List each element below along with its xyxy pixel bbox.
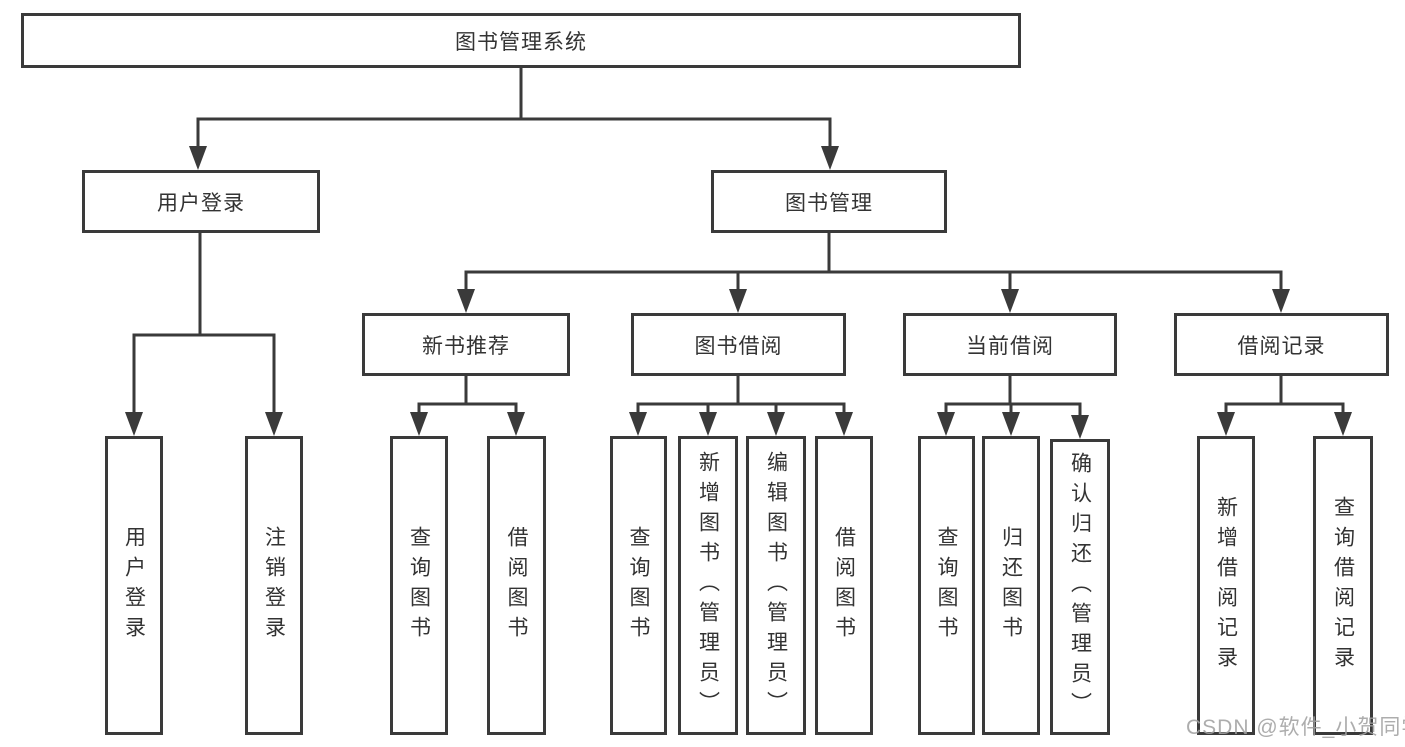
node-label: 新增图书（管理员） <box>696 450 720 721</box>
node-query-books-borrowing: 查询图书 <box>610 436 667 735</box>
arrowhead <box>457 289 475 313</box>
arrowhead <box>1002 412 1020 436</box>
node-user-login-leaf: 用户登录 <box>105 436 163 735</box>
node-label: 归还图书 <box>999 525 1023 646</box>
node-label: 新书推荐 <box>422 334 510 358</box>
node-add-books-admin: 新增图书（管理员） <box>678 436 738 735</box>
arrowhead <box>767 412 785 436</box>
node-label: 查询图书 <box>627 525 650 646</box>
connector-borrow-records <box>1217 374 1352 436</box>
node-label: 图书借阅 <box>694 334 783 358</box>
connector-lines <box>417 374 518 418</box>
node-book-management: 图书管理 <box>711 170 947 233</box>
arrowhead <box>1217 412 1235 436</box>
connector-user-login <box>125 231 283 436</box>
arrowhead <box>729 289 747 313</box>
node-label: 借阅图书 <box>505 525 528 646</box>
node-borrow-records: 借阅记录 <box>1174 313 1389 376</box>
node-label: 查询图书 <box>407 525 431 646</box>
arrowhead <box>835 412 853 436</box>
node-label: 用户登录 <box>157 191 245 215</box>
arrowhead <box>699 412 717 436</box>
node-label: 借阅图书 <box>832 525 856 646</box>
node-borrow-books-borrowing: 借阅图书 <box>815 436 873 735</box>
node-label: 借阅记录 <box>1237 334 1326 358</box>
connector-lines <box>132 231 276 418</box>
node-library-system: 图书管理系统 <box>21 13 1021 68</box>
node-current-borrowing: 当前借阅 <box>903 313 1117 376</box>
node-borrow-books-recommend: 借阅图书 <box>487 436 546 735</box>
connector-new-book-recommend <box>410 374 525 436</box>
arrowhead <box>1272 289 1290 313</box>
connector-lines <box>636 374 846 418</box>
arrowhead <box>1334 412 1352 436</box>
arrowhead <box>410 412 428 436</box>
node-query-books-recommend: 查询图书 <box>390 436 448 735</box>
node-edit-books-admin: 编辑图书（管理员） <box>746 436 806 735</box>
node-add-borrow-record: 新增借阅记录 <box>1197 436 1255 735</box>
node-user-login: 用户登录 <box>82 170 320 233</box>
node-label: 确认归还（管理员） <box>1068 452 1092 722</box>
node-logout-leaf: 注销登录 <box>245 436 303 735</box>
node-label: 用户登录 <box>122 525 146 646</box>
node-book-borrowing: 图书借阅 <box>631 313 846 376</box>
node-label: 编辑图书（管理员） <box>764 450 788 721</box>
arrowhead <box>125 412 143 436</box>
arrowhead <box>629 412 647 436</box>
arrowhead <box>507 412 525 436</box>
node-label: 查询图书 <box>935 525 958 646</box>
node-label: 图书管理 <box>785 191 873 215</box>
connector-lines <box>944 374 1082 421</box>
connector-book-management <box>457 231 1290 313</box>
connector-lines <box>1224 374 1345 418</box>
connector-current-borrowing <box>937 374 1089 439</box>
node-label: 新增借阅记录 <box>1214 495 1238 676</box>
node-return-books: 归还图书 <box>982 436 1040 735</box>
arrowhead <box>937 412 955 436</box>
arrowhead <box>189 146 207 170</box>
node-query-borrow-record: 查询借阅记录 <box>1313 436 1373 735</box>
arrowhead <box>1001 289 1019 313</box>
csdn-watermark: CSDN @软件_小贺同学 <box>1186 716 1405 739</box>
connector-lines <box>464 231 1283 295</box>
connector-lines <box>196 65 832 152</box>
connector-root <box>189 65 839 170</box>
node-query-books-current: 查询图书 <box>918 436 975 735</box>
arrowhead <box>265 412 283 436</box>
arrowhead <box>1071 415 1089 439</box>
node-label: 注销登录 <box>262 525 286 646</box>
connector-book-borrowing <box>629 374 853 436</box>
node-new-book-recommend: 新书推荐 <box>362 313 570 376</box>
node-confirm-return-admin: 确认归还（管理员） <box>1050 439 1110 735</box>
node-label: 图书管理系统 <box>455 30 587 54</box>
node-label: 当前借阅 <box>966 334 1054 358</box>
node-label: 查询借阅记录 <box>1331 495 1355 676</box>
arrowhead <box>821 146 839 170</box>
